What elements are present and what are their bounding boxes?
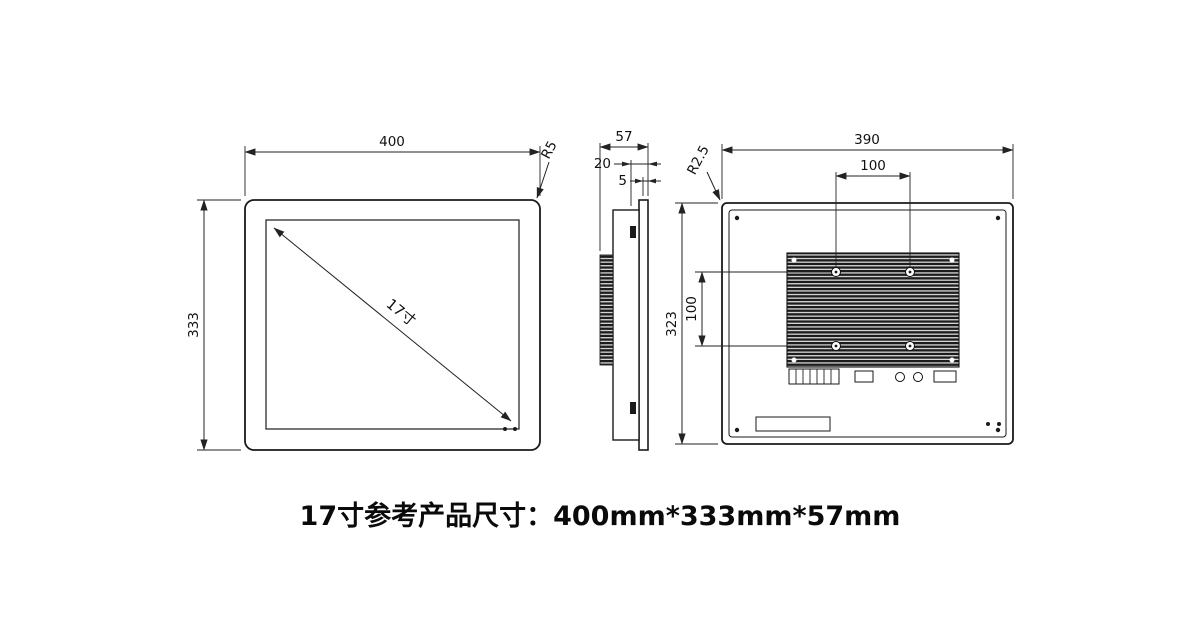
rear-height-dim-text: 323 <box>664 311 680 337</box>
heatsink-screw <box>949 257 955 263</box>
rear-corner-screw <box>734 215 740 221</box>
side-heatsink-fins <box>599 254 614 366</box>
caption: 17寸参考产品尺寸：400mm*333mm*57mm <box>299 501 901 532</box>
rear-connectors <box>788 368 957 385</box>
vesa-vertical-dim-text: 100 <box>684 296 700 322</box>
screen-diagonal-arrow <box>273 227 512 422</box>
front-led-dot <box>503 427 507 431</box>
rear-label-plate <box>755 416 831 432</box>
rear-corner-screw <box>734 427 740 433</box>
heatsink-screw <box>791 357 797 363</box>
front-dimensions: 400 333 R5 <box>186 134 561 451</box>
side-clamp-mark <box>630 226 636 238</box>
rear-heatsink <box>786 252 960 368</box>
heatsink-screw <box>949 357 955 363</box>
rear-radius-label: R2.5 <box>684 143 713 178</box>
rear-width-dim-text: 390 <box>854 132 880 148</box>
front-led-dot <box>513 427 517 431</box>
front-height-dim-text: 333 <box>186 312 202 338</box>
rear-dot <box>997 422 1001 426</box>
vesa-mount-holes <box>831 267 915 351</box>
side-bezel-dim-text: 5 <box>618 173 627 189</box>
front-view: 17寸 <box>244 199 541 451</box>
rear-view <box>721 202 1014 445</box>
front-width-dim-text: 400 <box>379 134 405 150</box>
vesa-horizontal-dim-text: 100 <box>860 158 886 174</box>
side-front-section-dim-text: 20 <box>594 156 611 172</box>
rear-dimensions: 390 100 R2.5 323 100 <box>664 132 1014 445</box>
side-depth-dim-text: 57 <box>615 129 632 145</box>
side-clamp-mark <box>630 402 636 414</box>
side-front-bezel <box>638 199 649 451</box>
heatsink-screw <box>791 257 797 263</box>
rear-dot <box>986 422 990 426</box>
rear-corner-screw <box>995 215 1001 221</box>
side-dimensions: 57 20 5 <box>594 129 661 251</box>
side-chassis <box>612 209 640 441</box>
side-view <box>599 199 649 451</box>
front-radius-label: R5 <box>538 138 561 161</box>
rear-corner-screw <box>995 427 1001 433</box>
